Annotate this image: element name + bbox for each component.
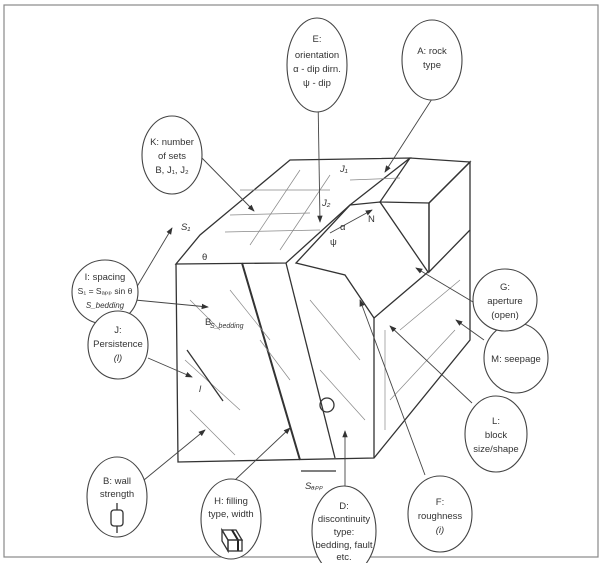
shaded-top (378, 157, 472, 204)
label-text: K: number (150, 137, 194, 148)
svg-text:F:roughness(i): F: roughness (i) (418, 497, 463, 536)
label-b: B (205, 317, 211, 328)
label-s-app: Sₐₚₚ (305, 481, 324, 492)
label-text: (l) (114, 353, 122, 364)
label-text: I: spacing (85, 272, 126, 283)
svg-text:G:aperture(open): G: aperture (open) (487, 282, 522, 321)
bubble-i: I: spacing S₁ = Sₐₚₚ sin θ S_bedding (71, 259, 139, 325)
bubble-h: H: filling type, width (200, 478, 262, 560)
label-text: B, J₁, J₂ (155, 165, 189, 176)
label-text: S₁ = Sₐₚₚ sin θ (78, 286, 133, 296)
label-text: F: (436, 497, 444, 508)
label-text: H: filling (214, 496, 248, 507)
label-text: J: (114, 325, 121, 336)
label-text: Persistence (93, 339, 143, 350)
label-text: bedding, fault (315, 540, 372, 551)
label-text: (open) (491, 310, 518, 321)
label-text: S_bedding (86, 301, 125, 310)
label-j2: J₂ (321, 198, 331, 209)
bubble-j: J: Persistence (l) (87, 310, 149, 380)
label-text: B: wall (103, 476, 131, 487)
label-text: type, width (208, 509, 253, 520)
label-l: l (199, 384, 202, 395)
svg-text:M: seepage: M: seepage (491, 354, 541, 365)
bubble-m: M: seepage (483, 322, 549, 394)
bubble-a: A: rock type (401, 19, 463, 101)
rock-block: J₁ J₂ N α ψ S₁ θ B S_bedding l Sₐₚₚ (174, 157, 472, 492)
slope-face (294, 201, 429, 319)
label-j1: J₁ (339, 164, 348, 175)
label-text: of sets (158, 151, 186, 162)
label-text: E: (313, 34, 322, 45)
label-text: size/shape (473, 444, 518, 455)
label-s1: S₁ (181, 222, 190, 233)
bubble-b: B: wall strength (86, 456, 148, 538)
label-s-bedding: S_bedding (210, 323, 244, 330)
bubble-g: G: aperture (open) (472, 268, 538, 332)
label-text: α - dip dirn. (293, 64, 341, 75)
bubble-k: K: number of sets B, J₁, J₂ (141, 115, 203, 195)
discontinuity-marker (319, 397, 335, 413)
filling-icon (220, 527, 244, 554)
bubble-l: L: block size/shape (464, 395, 528, 473)
label-text: L: (492, 416, 500, 427)
svg-text:J:Persistence(l): J: Persistence (l) (93, 325, 143, 364)
label-text: aperture (487, 296, 522, 307)
label-text: etc. (336, 552, 351, 563)
label-text: roughness (418, 511, 463, 522)
label-text: (i) (436, 525, 444, 536)
label-text: block (485, 430, 507, 441)
label-text: D: (339, 501, 349, 512)
label-theta: θ (202, 252, 207, 263)
label-text: type: (334, 527, 355, 538)
frame (3, 4, 599, 558)
leader-arrows (134, 96, 485, 488)
label-psi: ψ (330, 237, 337, 248)
label-text: orientation (295, 50, 339, 61)
label-n: N (368, 214, 375, 225)
label-text: A: rock (417, 46, 447, 57)
bubble-d: D: discontinuity type: bedding, fault etc. (311, 485, 377, 563)
svg-text:etc.: etc. (336, 552, 351, 563)
label-alpha: α (340, 222, 346, 233)
label-text: type (423, 60, 441, 71)
bubble-e: E: orientation α - dip dirn. ψ - dip (286, 17, 348, 113)
label-text: G: (500, 282, 510, 293)
label-text: ψ - dip (303, 78, 331, 89)
label-text: discontinuity (318, 514, 371, 525)
label-text: strength (100, 489, 134, 500)
bubble-f: F: roughness (i) (407, 475, 473, 553)
label-text: M: seepage (491, 354, 541, 365)
